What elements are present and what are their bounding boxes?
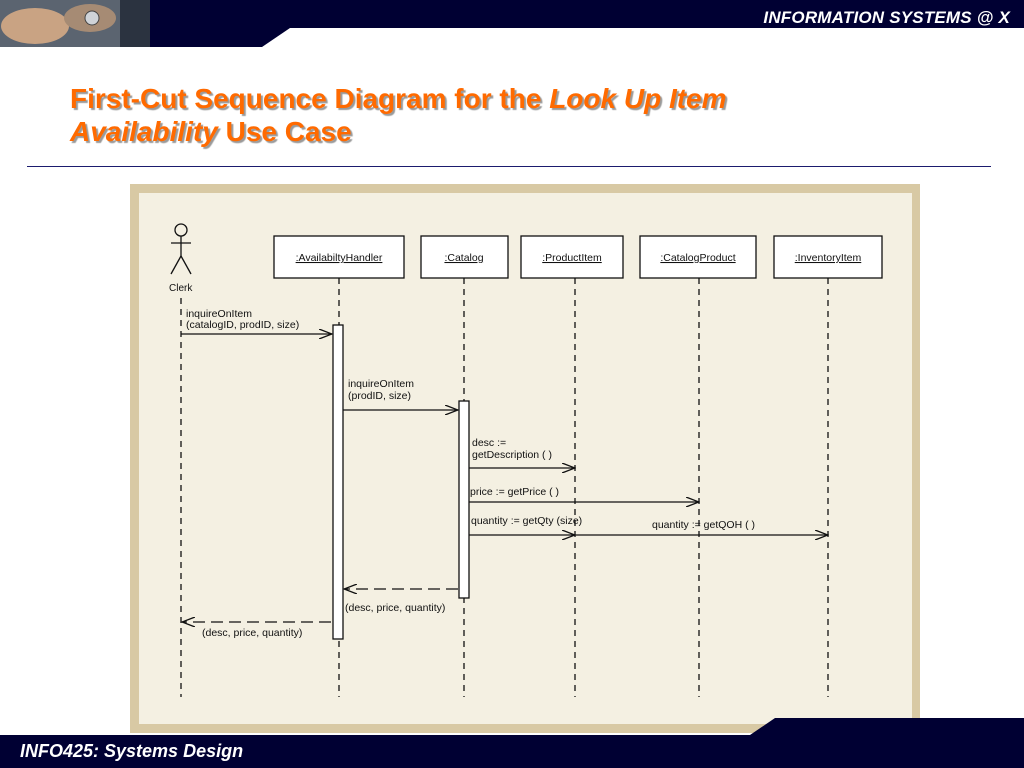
object-label: :Catalog (444, 252, 483, 264)
footer-course-title: INFO425: Systems Design (20, 741, 244, 761)
message-get-description: desc := getDescription ( ) (469, 437, 575, 468)
message-label: quantity := getQOH ( ) (652, 519, 755, 531)
object-catalog-product: :CatalogProduct (639, 235, 757, 279)
handshake-photo (0, 0, 150, 47)
message-label: (prodID, size) (348, 390, 411, 402)
object-catalog: :Catalog (420, 235, 509, 279)
title-part-1: First-Cut Sequence Diagram for the (70, 83, 550, 114)
message-get-qoh: quantity := getQOH ( ) (575, 519, 828, 535)
actor-label: Clerk (169, 283, 193, 294)
title-part-2: Look Up Item (549, 83, 727, 114)
return-message-catalog: (desc, price, quantity) (344, 589, 458, 614)
object-label: :InventoryItem (795, 252, 862, 264)
message-label: inquireOnItem (348, 378, 414, 390)
object-label: :AvailabiltyHandler (296, 252, 383, 264)
diagram-panel (139, 193, 912, 724)
message-label: quantity := getQty (size) (471, 515, 582, 527)
message-get-qty: quantity := getQty (size) (469, 515, 582, 535)
header-title: INFORMATION SYSTEMS @ X (763, 8, 1010, 27)
activation-bar-handler (332, 324, 344, 640)
message-inquire-on-item-2: inquireOnItem (prodID, size) (343, 378, 458, 410)
message-label: (catalogID, prodID, size) (186, 319, 299, 331)
bottom-banner (0, 718, 1024, 768)
title-part-4: Use Case (217, 116, 352, 147)
object-label: :ProductItem (542, 252, 602, 264)
title-part-3: Availability (70, 116, 218, 147)
message-inquire-on-item-1: inquireOnItem (catalogID, prodID, size) (181, 308, 332, 334)
title-divider (27, 166, 991, 167)
message-label: (desc, price, quantity) (202, 627, 302, 639)
object-availability-handler: :AvailabiltyHandler (273, 235, 405, 279)
message-label: desc := (472, 437, 506, 449)
top-banner (0, 0, 1024, 47)
message-label: (desc, price, quantity) (345, 602, 445, 614)
message-label: price := getPrice ( ) (470, 486, 559, 498)
object-label: :CatalogProduct (660, 252, 735, 264)
clerk-actor-icon (170, 223, 192, 275)
return-message-handler: (desc, price, quantity) (182, 622, 331, 639)
slide-title: First-Cut Sequence Diagram for the Look … (70, 82, 970, 148)
object-product-item: :ProductItem (520, 235, 624, 279)
message-label: getDescription ( ) (472, 449, 552, 461)
message-get-price: price := getPrice ( ) (469, 486, 699, 502)
message-label: inquireOnItem (186, 308, 252, 320)
activation-bar-catalog (458, 400, 470, 599)
object-inventory-item: :InventoryItem (773, 235, 883, 279)
